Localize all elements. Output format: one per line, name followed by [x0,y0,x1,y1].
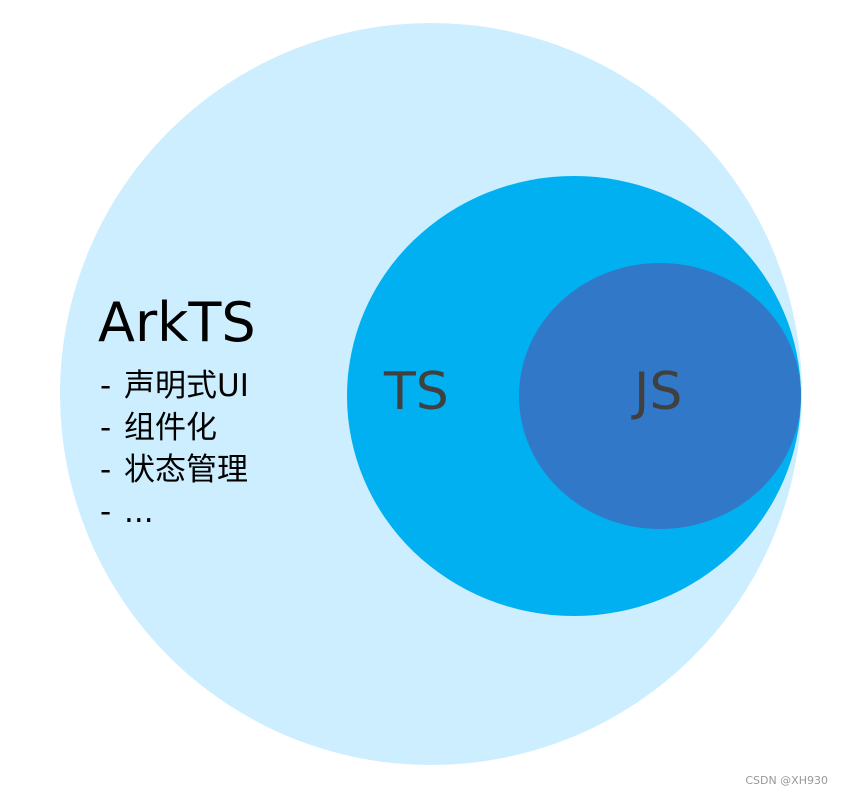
arkts-title: ArkTS [98,291,256,354]
feature-label: 组件化 [124,410,217,446]
feature-item-componentization: -组件化 [100,410,217,446]
js-inner-circle [519,263,801,529]
feature-label: 状态管理 [124,452,248,488]
feature-item-more: -... [100,494,154,530]
js-label: JS [634,362,683,422]
feature-label: 声明式UI [124,368,249,404]
feature-item-declarative-ui: -声明式UI [100,368,249,404]
watermark: CSDN @XH930 [745,774,828,787]
arkts-feature-list: -声明式UI -组件化 -状态管理 -... [100,365,249,533]
ts-label: TS [384,362,449,422]
feature-item-state-management: -状态管理 [100,452,248,488]
feature-label: ... [124,494,154,530]
